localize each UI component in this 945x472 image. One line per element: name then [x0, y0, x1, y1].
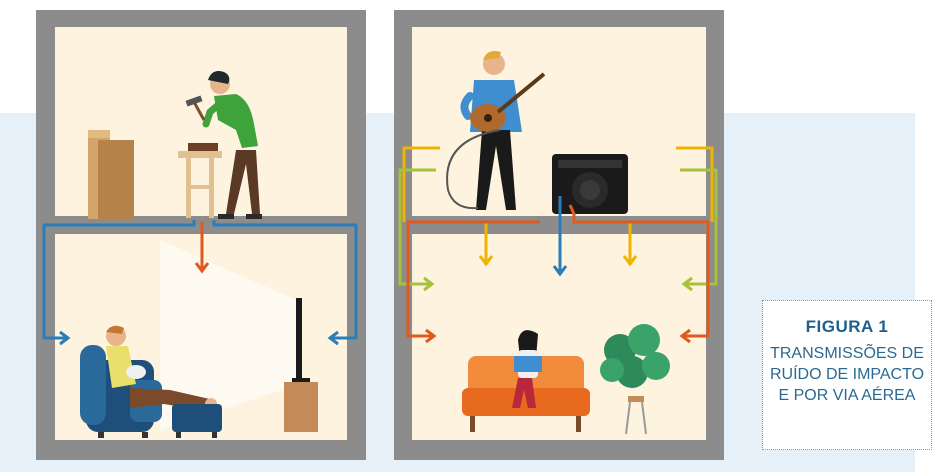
airborne-paths: [398, 146, 718, 344]
man-with-guitar-icon: [446, 51, 546, 210]
airborne-path-yellow-right: [676, 146, 714, 222]
airborne-path-orange-left: [406, 220, 540, 344]
airborne-arrow-yellow-1: [478, 222, 494, 267]
airborne-path-green-left: [398, 168, 436, 292]
figure-label: FIGURA 1: [805, 317, 889, 336]
stool: [178, 143, 222, 218]
impact-arrow-down: [194, 222, 210, 274]
figure-title: TRANSMISSÕES DE RUÍDO DE IMPACTO E POR V…: [769, 345, 925, 404]
tv-icon: [284, 298, 318, 432]
footstool: [172, 404, 222, 438]
airborne-arrow-blue: [552, 196, 568, 277]
man-hammering-icon: [185, 71, 262, 219]
airborne-path-yellow-left: [402, 146, 440, 222]
amplifier-icon: [552, 154, 628, 214]
airborne-path-orange-right: [568, 204, 710, 344]
impact-path-right: [212, 220, 358, 340]
figure-caption: FIGURA 1 TRANSMISSÕES DE RUÍDO DE IMPACT…: [762, 300, 932, 450]
plant-icon: [600, 324, 670, 435]
woman-reading-on-sofa-icon: [462, 330, 590, 432]
airborne-arrow-yellow-2: [622, 222, 638, 267]
tv-light-beam: [160, 240, 296, 430]
airborne-path-green-right: [680, 168, 718, 292]
impact-path-left: [42, 220, 196, 340]
boxes: [88, 130, 134, 219]
impact-paths: [42, 220, 358, 346]
